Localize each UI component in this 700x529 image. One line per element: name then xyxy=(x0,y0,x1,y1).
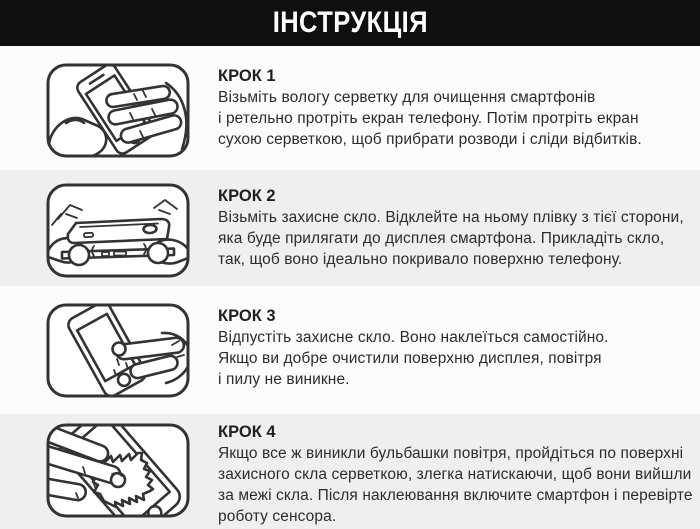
step-4-line-2: захисного скла серветкою, злегка натиска… xyxy=(218,466,692,483)
step-2-line-2: яка буде прилягати до дисплея смартфона.… xyxy=(218,230,665,247)
step-2-label: КРОК 2 xyxy=(218,187,276,205)
step-1-line-2: і ретельно протріть екран телефону. Поті… xyxy=(218,110,639,127)
step-2-line-1: Візьміть захисне скло. Відклейте на ньом… xyxy=(218,209,684,226)
step-1-label: КРОК 1 xyxy=(218,67,276,85)
step-4-label: КРОК 4 xyxy=(218,423,276,441)
smooth-cloth-illustration-icon xyxy=(46,423,190,518)
step-2-line-3: так, щоб воно ідеально покривало поверхн… xyxy=(218,251,623,268)
step-3-line-3: і пилу не виникне. xyxy=(218,371,350,388)
step-4-line-1: Якщо все ж виникли бульбашки повітря, пр… xyxy=(218,445,684,462)
step-4-line-3: за межі скла. Після наклеювання включите… xyxy=(218,487,693,504)
step-3-line-1: Відпустіть захисне скло. Воно наклеїться… xyxy=(218,329,609,346)
step-1-line-3: сухою серветкою, щоб прибрати розводи і … xyxy=(218,131,642,148)
hold-glass-illustration-icon xyxy=(46,183,190,278)
step-4-line-4: роботу сенсора. xyxy=(218,508,337,525)
page-title: ІНСТРУКЦІЯ xyxy=(272,6,428,39)
header-bar: ІНСТРУКЦІЯ xyxy=(0,0,700,46)
step-1-line-1: Візьміть вологу серветку для очищення см… xyxy=(218,89,596,106)
step-3-line-2: Якщо ви добре очистили поверхню дисплея,… xyxy=(218,350,602,367)
step-3-label: КРОК 3 xyxy=(218,307,276,325)
wipe-phone-illustration-icon xyxy=(46,63,190,158)
press-screen-illustration-icon xyxy=(46,303,190,398)
